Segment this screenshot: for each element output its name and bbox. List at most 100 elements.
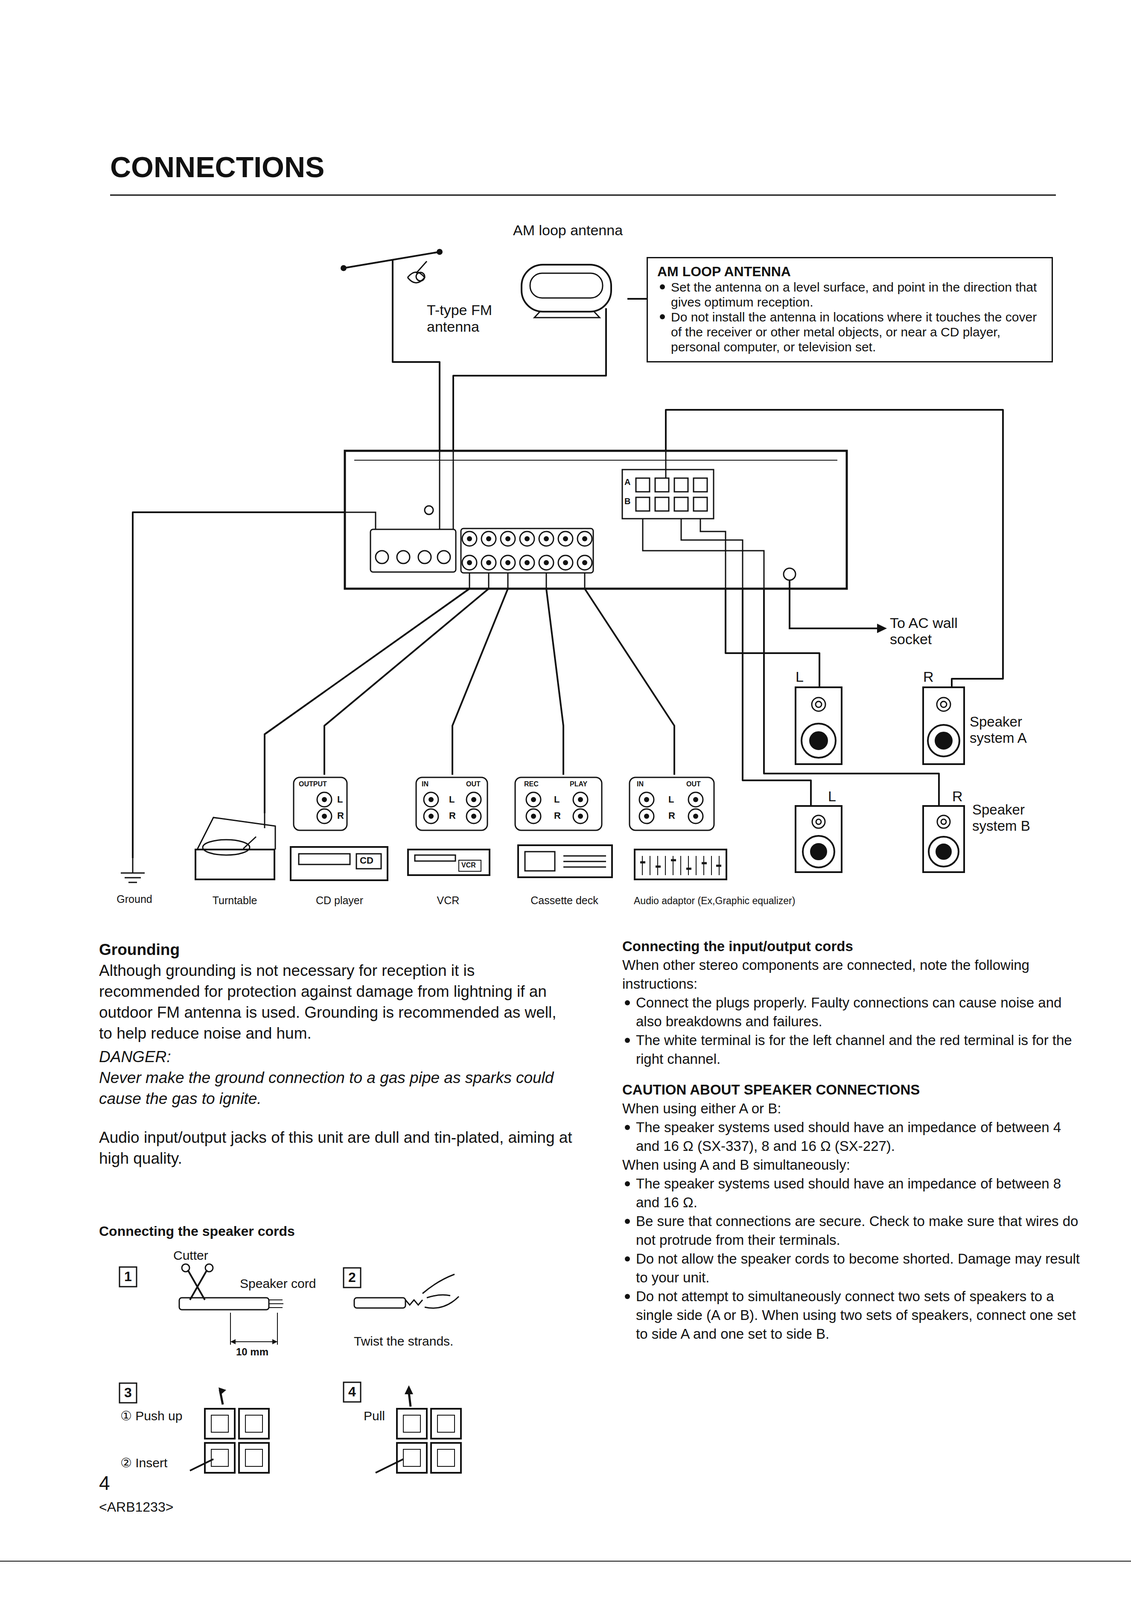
bullet-dot — [624, 1218, 630, 1224]
channel-label: R — [923, 668, 934, 686]
antenna-label: AM loop antenna — [513, 221, 623, 239]
bullet-dot — [624, 999, 630, 1006]
jack-label: OUTPUT — [298, 780, 327, 788]
device-caption: VCR — [405, 894, 491, 907]
am-loop-antenna: AM loop antenna — [511, 221, 628, 320]
callout-text: To AC wall socket — [889, 614, 980, 648]
jack-label: PLAY — [569, 780, 588, 788]
warning-heading: DANGER: — [99, 1046, 573, 1067]
callout-title: AM LOOP ANTENNA — [657, 263, 1043, 280]
dimension: 10 mm — [236, 1345, 269, 1358]
section-heading: Grounding — [99, 938, 573, 960]
instruction: ① Push up — [120, 1408, 183, 1424]
speaker: L — [795, 805, 842, 872]
turntable: Turntable — [192, 813, 278, 882]
step-number: 2 — [348, 1269, 356, 1286]
device-caption: Audio adaptor (Ex,Graphic equalizer) — [633, 894, 796, 907]
antenna-label: T-type FM antenna — [426, 301, 506, 336]
bullet-dot — [624, 1037, 630, 1043]
terminal-label: A — [624, 477, 631, 487]
section-heading: Connecting the input/output cords — [622, 936, 1082, 956]
bullet-dot — [659, 314, 665, 320]
bullet-dot — [659, 284, 665, 290]
connection-cord — [392, 341, 440, 451]
section-heading: Connecting the speaker cords — [99, 1223, 295, 1239]
connection-cord — [324, 588, 489, 775]
part-label: Cutter — [173, 1247, 209, 1263]
bullet-dot — [624, 1293, 630, 1299]
channel-label: R — [668, 810, 676, 821]
jack-label: REC — [524, 780, 539, 788]
instruction: Pull — [363, 1408, 385, 1424]
bullet-text: Set the antenna on a level surface, and … — [657, 279, 1043, 310]
connection-cord — [453, 319, 607, 451]
jack-label: IN — [636, 780, 644, 788]
connection-cord — [584, 588, 675, 775]
speaker: R — [923, 805, 965, 872]
connection-cord — [665, 409, 1003, 688]
instruction: Twist the strands. — [353, 1333, 454, 1349]
bullet-dot — [624, 1256, 630, 1262]
body-text: Although grounding is not necessary for … — [99, 959, 573, 1044]
bullet-text: Do not attempt to simultaneously connect… — [622, 1286, 1082, 1344]
channel-label: R — [952, 787, 963, 805]
channel-label: L — [337, 793, 343, 805]
bullet-text: Connect the plugs properly. Faulty conne… — [622, 993, 1082, 1031]
text-column: Connecting the input/output cordsWhen ot… — [622, 936, 1082, 1344]
channel-label: L — [827, 787, 837, 805]
body-text: Audio input/output jacks of this unit ar… — [99, 1126, 573, 1169]
receiver-rear-panel: AB — [344, 450, 847, 589]
channel-label: R — [448, 810, 456, 821]
channel-label: L — [795, 668, 804, 686]
step-number: 1 — [124, 1268, 132, 1285]
step-number: 4 — [348, 1383, 356, 1400]
device-marking: CD — [359, 854, 374, 866]
channel-label: L — [448, 793, 455, 805]
connection-cord — [132, 512, 345, 858]
device-marking: VCR — [461, 861, 476, 869]
speaker-caption: Speaker system A — [969, 713, 1066, 747]
bullet-text: The white terminal is for the left chann… — [622, 1030, 1082, 1069]
device-caption: Turntable — [192, 894, 278, 907]
channel-label: R — [553, 810, 561, 821]
body-text: When other stereo components are connect… — [622, 955, 1082, 994]
bullet-text: Do not allow the speaker cords to become… — [622, 1249, 1082, 1287]
body-text: When using either A or B: — [622, 1098, 1082, 1118]
jack-label: IN — [421, 780, 429, 788]
channel-label: L — [553, 793, 560, 805]
connection-cord — [627, 297, 647, 300]
ground-terminal: Ground — [108, 857, 161, 910]
bullet-dot — [624, 1124, 630, 1130]
channel-label: L — [668, 793, 674, 805]
device-caption: Ground — [108, 892, 161, 906]
speaker: L — [795, 687, 842, 764]
connection-cord — [452, 588, 508, 775]
text-column: GroundingAlthough grounding is not neces… — [99, 938, 573, 1169]
connection-cord — [725, 588, 820, 688]
bullet-text: The speaker systems used should have an … — [622, 1117, 1082, 1156]
cd-player: CD player — [289, 774, 390, 882]
step-number: 3 — [124, 1384, 132, 1401]
page-title: CONNECTIONS — [110, 150, 325, 184]
warning-text: Never make the ground connection to a ga… — [99, 1066, 573, 1109]
body-text: When using A and B simultaneously: — [622, 1155, 1082, 1175]
bullet-dot — [624, 1180, 630, 1187]
bullet-text: The speaker systems used should have an … — [622, 1174, 1082, 1212]
jack-label: OUT — [466, 780, 481, 788]
connection-cord — [546, 588, 564, 775]
speaker: R — [923, 687, 965, 764]
vcr: VCR — [405, 774, 491, 882]
channel-label: R — [337, 810, 344, 821]
document-code: <ARB1233> — [99, 1498, 174, 1515]
callout-box: AM LOOP ANTENNASet the antenna on a leve… — [646, 256, 1053, 363]
instruction: ② Insert — [120, 1455, 168, 1471]
speaker-caption: Speaker system B — [972, 801, 1069, 834]
bullet-text: Be sure that connections are secure. Che… — [622, 1211, 1082, 1250]
cassette-deck: Cassette deck — [514, 774, 615, 882]
part-label: Speaker cord — [239, 1276, 316, 1292]
section-heading: CAUTION ABOUT SPEAKER CONNECTIONS — [622, 1080, 1082, 1099]
device-caption: Cassette deck — [514, 894, 615, 907]
bullet-text: Do not install the antenna in locations … — [657, 309, 1043, 355]
connection-cord — [264, 588, 470, 814]
